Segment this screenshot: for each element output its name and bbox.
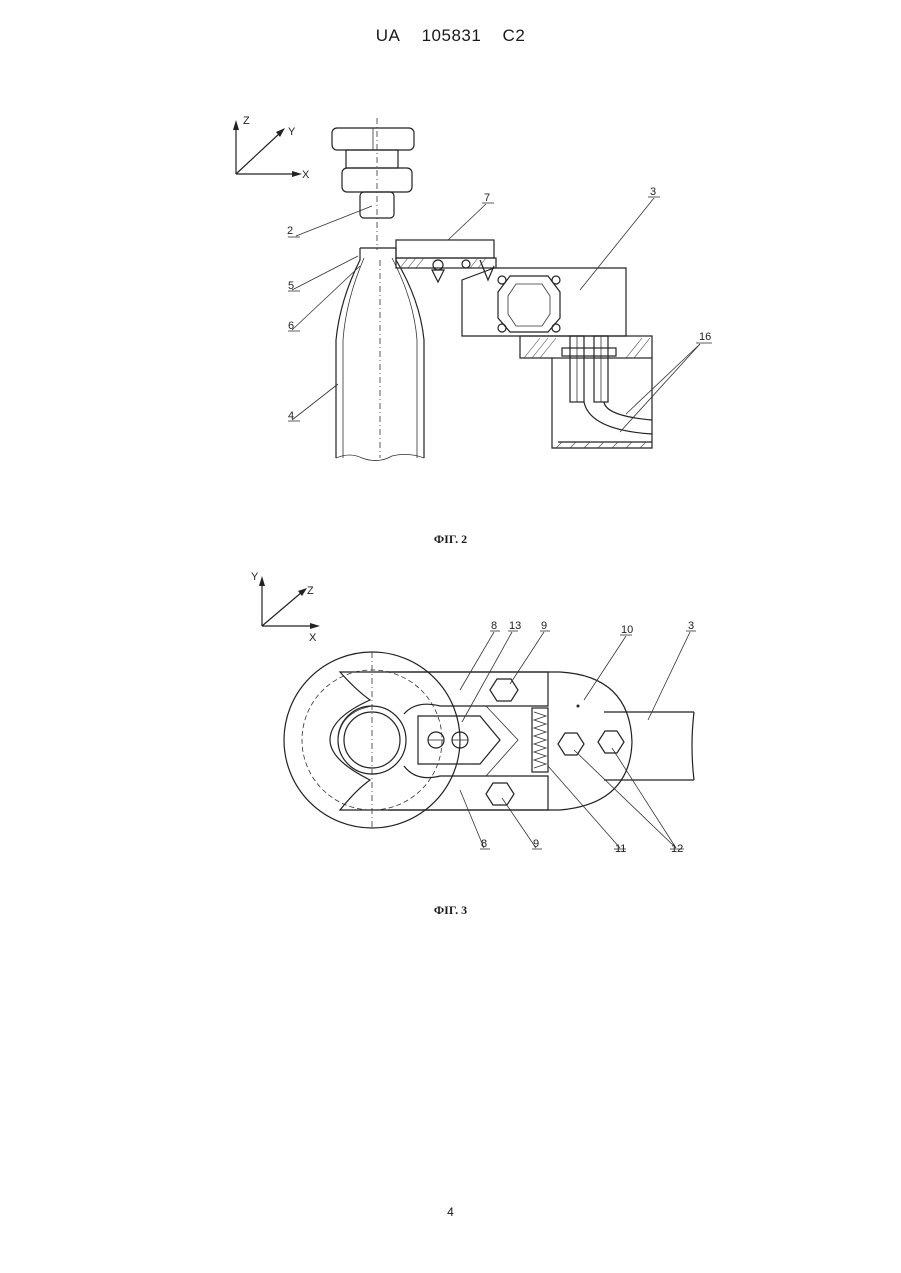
fig3-label-3: 3: [688, 620, 694, 632]
fig3-arm: [604, 712, 694, 780]
fig3-label-13: 13: [509, 620, 521, 632]
figure-3: Y Z X: [0, 0, 901, 900]
fig3-axis-z: Z: [307, 585, 314, 597]
fig3-plate: [330, 672, 632, 810]
fig3-slider: [418, 706, 518, 776]
fig3-labels: 8 13 9 10 3 8 9 11 12: [481, 620, 694, 855]
fig3-label-12: 12: [671, 843, 683, 855]
fig3-label-8-bottom: 8: [481, 838, 487, 850]
fig3-axes: Y Z X: [251, 571, 320, 644]
fig3-label-8-top: 8: [491, 620, 497, 632]
fig3-spring: [532, 708, 548, 772]
page-number: 4: [0, 1205, 901, 1219]
fig3-leaders: [460, 631, 696, 849]
fig3-bolts: [486, 679, 624, 805]
fig3-label-10: 10: [621, 624, 633, 636]
fig3-axis-y: Y: [251, 571, 259, 583]
fig3-axis-x: X: [309, 632, 317, 644]
fig3-label-9-top: 9: [541, 620, 547, 632]
fig3-caption: ФІГ. 3: [0, 903, 901, 918]
fig3-label-9-bottom: 9: [533, 838, 539, 850]
fig3-label-11: 11: [615, 843, 626, 855]
